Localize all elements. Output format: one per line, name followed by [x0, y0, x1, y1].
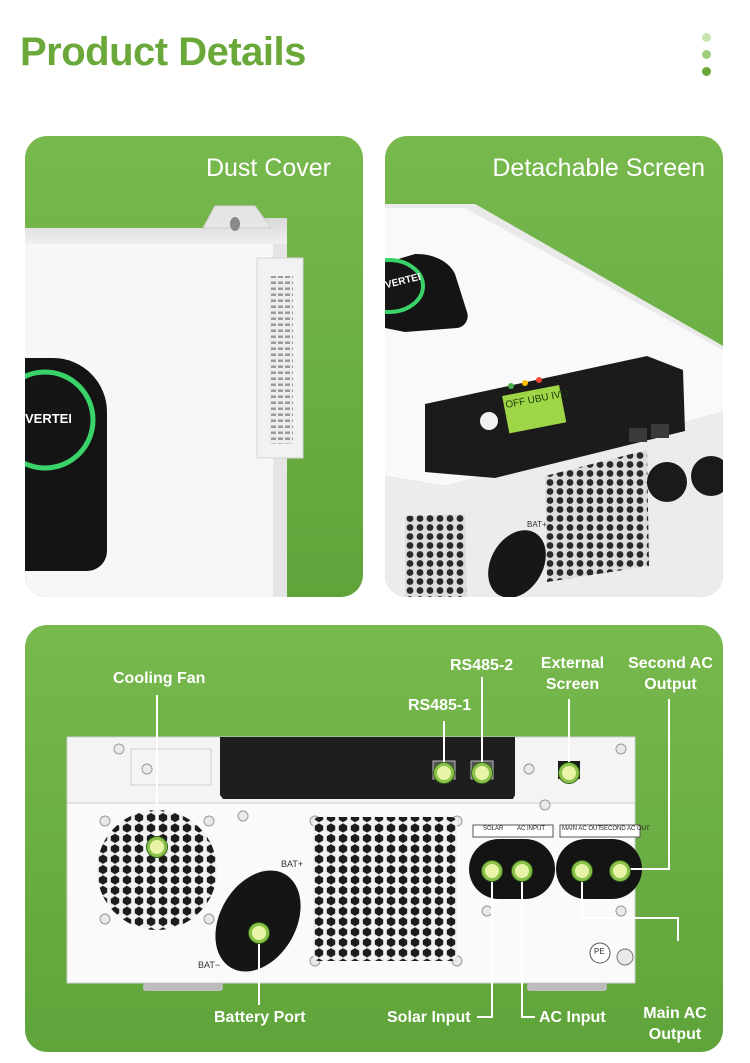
cooling-fan-pin [147, 837, 167, 857]
main-ac-out-header-label: MAIN AC OUT [562, 826, 602, 832]
second-ac-out-header-label: SECOND AC OUT [600, 826, 650, 832]
ac-input-leader-h [521, 1016, 535, 1018]
rs485-1-callout: RS485-1 [408, 697, 472, 714]
dust-cover-card: VERTER Dust Cover [25, 136, 363, 597]
external-screen-leader [568, 699, 570, 771]
rs485-2-callout: RS485-2 [450, 657, 514, 674]
main-ac-output-leader-v2 [677, 917, 679, 941]
second-ac-output-pin [610, 861, 630, 881]
detachable-screen-label: Detachable Screen [492, 154, 705, 182]
more-options-icon[interactable] [700, 33, 712, 84]
detachable-screen-photo [385, 204, 723, 597]
rear-panel-photo [66, 736, 642, 991]
ac-input-header-label: AC INPUT [517, 826, 546, 832]
dust-cover-photo [25, 205, 304, 597]
rs485-2-leader [481, 677, 483, 771]
detachable-screen-card: OFF UBU IVO VERTER BAT+ Detachable Scree… [385, 136, 723, 597]
ac-input-pin [512, 861, 532, 881]
dust-cover-label: Dust Cover [205, 154, 331, 182]
rear-panel-card: SOLAR AC INPUT MAIN AC OUT SECOND AC OUT… [25, 625, 723, 1052]
second-ac-output-leader-h [619, 868, 670, 870]
cooling-fan-leader [156, 695, 158, 845]
second-ac-output-callout: Second AC Output [628, 655, 713, 693]
battery-plus-text: BAT+ [527, 520, 547, 529]
pe-label: PE [594, 947, 605, 956]
cooling-fan-callout: Cooling Fan [113, 670, 206, 687]
rs485-1-pin [434, 763, 454, 783]
rs485-1-leader [443, 721, 445, 771]
external-screen-callout: External Screen [540, 655, 605, 693]
main-ac-output-leader-v [581, 869, 583, 919]
solar-header-label: SOLAR [483, 826, 504, 832]
dust-cover-logo-text: VERTER [25, 411, 71, 426]
bat-plus-label: BAT+ [281, 859, 304, 869]
external-screen-pin [559, 763, 579, 783]
battery-port-pin [249, 923, 269, 943]
solar-input-pin [482, 861, 502, 881]
rs485-2-pin [472, 763, 492, 783]
second-ac-output-leader-v [668, 699, 670, 869]
solar-input-leader-h [477, 1016, 493, 1018]
main-ac-output-pin [572, 861, 592, 881]
battery-port-leader [258, 931, 260, 1005]
solar-input-leader-v [491, 869, 493, 1017]
bat-minus-label: BAT− [198, 960, 221, 970]
ac-input-leader-v [521, 869, 523, 1017]
battery-port-callout: Battery Port [214, 1009, 306, 1026]
solar-input-callout: Solar Input [387, 1009, 471, 1026]
main-ac-output-callout: Main AC Output [643, 1005, 707, 1043]
page-title: Product Details [20, 30, 306, 74]
ac-input-callout: AC Input [539, 1009, 606, 1026]
main-ac-output-leader-h [581, 917, 679, 919]
